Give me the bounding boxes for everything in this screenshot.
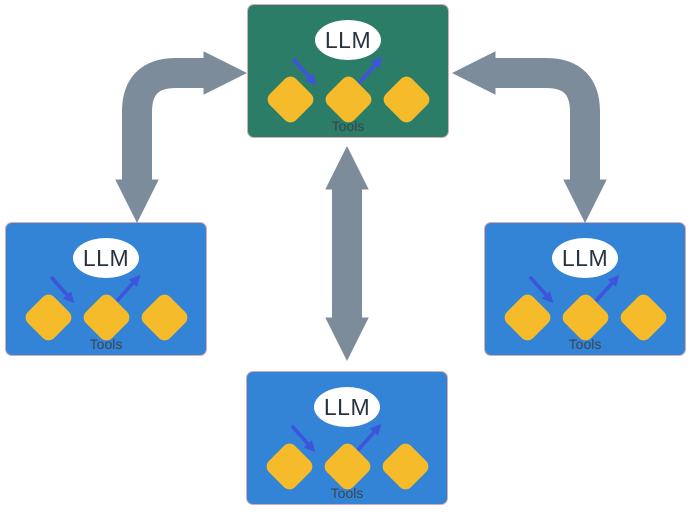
llm-label: LLM [324,26,372,53]
llm-tool-arrows [292,56,383,86]
tool-to-llm-arrow-icon [595,274,620,302]
llm-bubble: LLM [315,20,381,60]
tool-to-llm-arrow-icon [358,56,383,84]
llm-tool-arrows [529,274,620,304]
tool-to-llm-arrow-icon [357,423,382,451]
llm-to-tool-arrow-icon [50,276,75,304]
llm-bubble: LLM [314,387,380,427]
llm-node-bottom: LLM Tools [247,372,447,504]
llm-label: LLM [323,393,371,420]
llm-node-top: LLM Tools [248,5,448,137]
llm-bubble: LLM [552,238,618,278]
tools-label: Tools [89,336,123,352]
llm-label: LLM [561,244,609,271]
llm-to-tool-arrow-icon [292,58,317,86]
llm-label: LLM [82,244,130,271]
bidirectional-elbow-arrow-right-icon [452,51,607,223]
llm-node-left: LLM Tools [6,223,206,355]
llm-tool-arrows [50,274,141,304]
tools-label: Tools [330,485,364,501]
bidirectional-elbow-arrow-left-icon [115,51,247,223]
llm-to-tool-arrow-icon [529,276,554,304]
tool-to-llm-arrow-icon [116,274,141,302]
llm-bubble: LLM [73,238,139,278]
tools-label: Tools [331,118,365,134]
llm-tool-arrows [291,423,382,453]
llm-node-right: LLM Tools [485,223,685,355]
llm-to-tool-arrow-icon [291,425,316,453]
tools-label: Tools [568,336,602,352]
